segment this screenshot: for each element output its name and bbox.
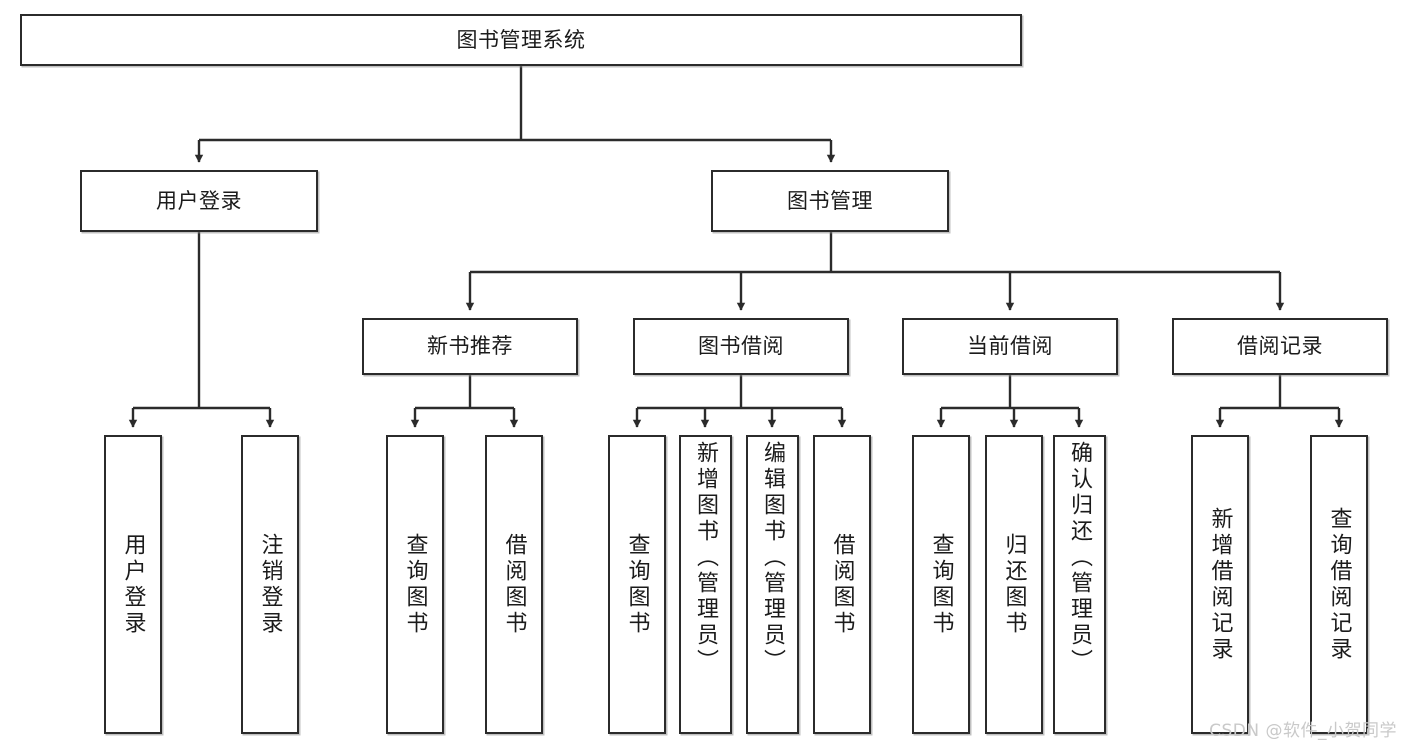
node-leaf-user-login[interactable]: 用户登录 (104, 435, 162, 734)
node-leaf-query-record-label: 查询借阅记录 (1326, 506, 1352, 663)
node-leaf-add-record[interactable]: 新增借阅记录 (1191, 435, 1249, 734)
node-book-borrow-label: 图书借阅 (698, 334, 784, 359)
node-new-book-recommendation-label: 新书推荐 (427, 334, 513, 359)
node-leaf-add-record-label: 新增借阅记录 (1207, 506, 1233, 663)
node-user-login[interactable]: 用户登录 (80, 170, 318, 232)
node-leaf-add-book-label: 新增图书（管理员） (693, 441, 719, 675)
node-book-manage[interactable]: 图书管理 (711, 170, 949, 232)
node-leaf-query-book-2-label: 查询图书 (624, 532, 650, 637)
node-leaf-return-book-label: 归还图书 (1001, 532, 1027, 637)
node-leaf-return-book[interactable]: 归还图书 (985, 435, 1043, 734)
node-leaf-logout[interactable]: 注销登录 (241, 435, 299, 734)
node-leaf-confirm-return[interactable]: 确认归还（管理员） (1053, 435, 1106, 734)
node-book-borrow[interactable]: 图书借阅 (633, 318, 849, 375)
node-root-label: 图书管理系统 (456, 27, 586, 52)
node-leaf-query-book-1-label: 查询图书 (402, 532, 428, 637)
node-current-borrow[interactable]: 当前借阅 (902, 318, 1118, 375)
node-new-book-recommendation[interactable]: 新书推荐 (362, 318, 578, 375)
node-book-manage-label: 图书管理 (787, 188, 873, 213)
node-leaf-query-book-2[interactable]: 查询图书 (608, 435, 666, 734)
node-user-login-label: 用户登录 (156, 188, 242, 213)
node-leaf-edit-book-label: 编辑图书（管理员） (760, 441, 786, 675)
node-leaf-user-login-label: 用户登录 (120, 532, 146, 637)
node-leaf-query-record[interactable]: 查询借阅记录 (1310, 435, 1368, 734)
node-leaf-borrow-book-2-label: 借阅图书 (829, 532, 855, 637)
node-leaf-query-book-3[interactable]: 查询图书 (912, 435, 970, 734)
node-leaf-logout-label: 注销登录 (257, 532, 283, 637)
node-borrow-record[interactable]: 借阅记录 (1172, 318, 1388, 375)
node-leaf-confirm-return-label: 确认归还（管理员） (1067, 441, 1093, 675)
watermark: CSDN @软件_小贺同学 (1209, 721, 1397, 741)
node-current-borrow-label: 当前借阅 (967, 334, 1053, 359)
node-leaf-borrow-book-1[interactable]: 借阅图书 (485, 435, 543, 734)
node-leaf-add-book[interactable]: 新增图书（管理员） (679, 435, 732, 734)
node-borrow-record-label: 借阅记录 (1237, 334, 1323, 359)
node-root[interactable]: 图书管理系统 (20, 14, 1022, 66)
node-leaf-edit-book[interactable]: 编辑图书（管理员） (746, 435, 799, 734)
node-leaf-query-book-1[interactable]: 查询图书 (386, 435, 444, 734)
node-leaf-query-book-3-label: 查询图书 (928, 532, 954, 637)
node-leaf-borrow-book-2[interactable]: 借阅图书 (813, 435, 871, 734)
node-leaf-borrow-book-1-label: 借阅图书 (501, 532, 527, 637)
